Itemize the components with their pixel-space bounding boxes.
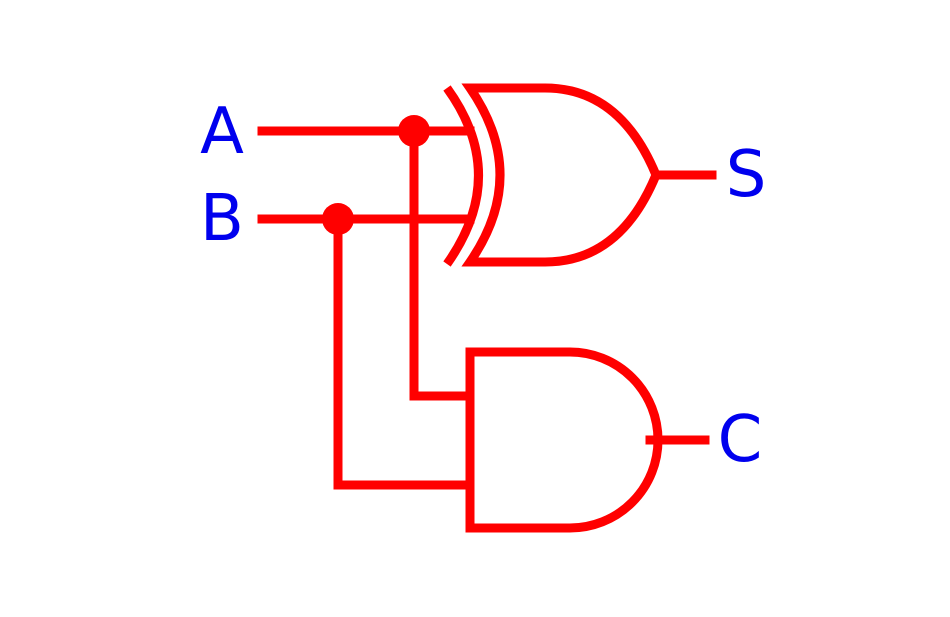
label-input-b: B: [200, 182, 244, 256]
xor-gate-back-curve: [443, 85, 483, 267]
label-output-c: C: [718, 403, 763, 477]
wire-a-to-and: [409, 126, 473, 401]
label-input-a: A: [200, 95, 244, 169]
wire-b-to-and: [333, 214, 473, 490]
label-output-s: S: [726, 138, 767, 212]
junction-a: [398, 115, 430, 147]
junction-b: [322, 203, 354, 235]
and-gate-body: [465, 347, 663, 533]
xor-gate-body: [461, 83, 661, 267]
